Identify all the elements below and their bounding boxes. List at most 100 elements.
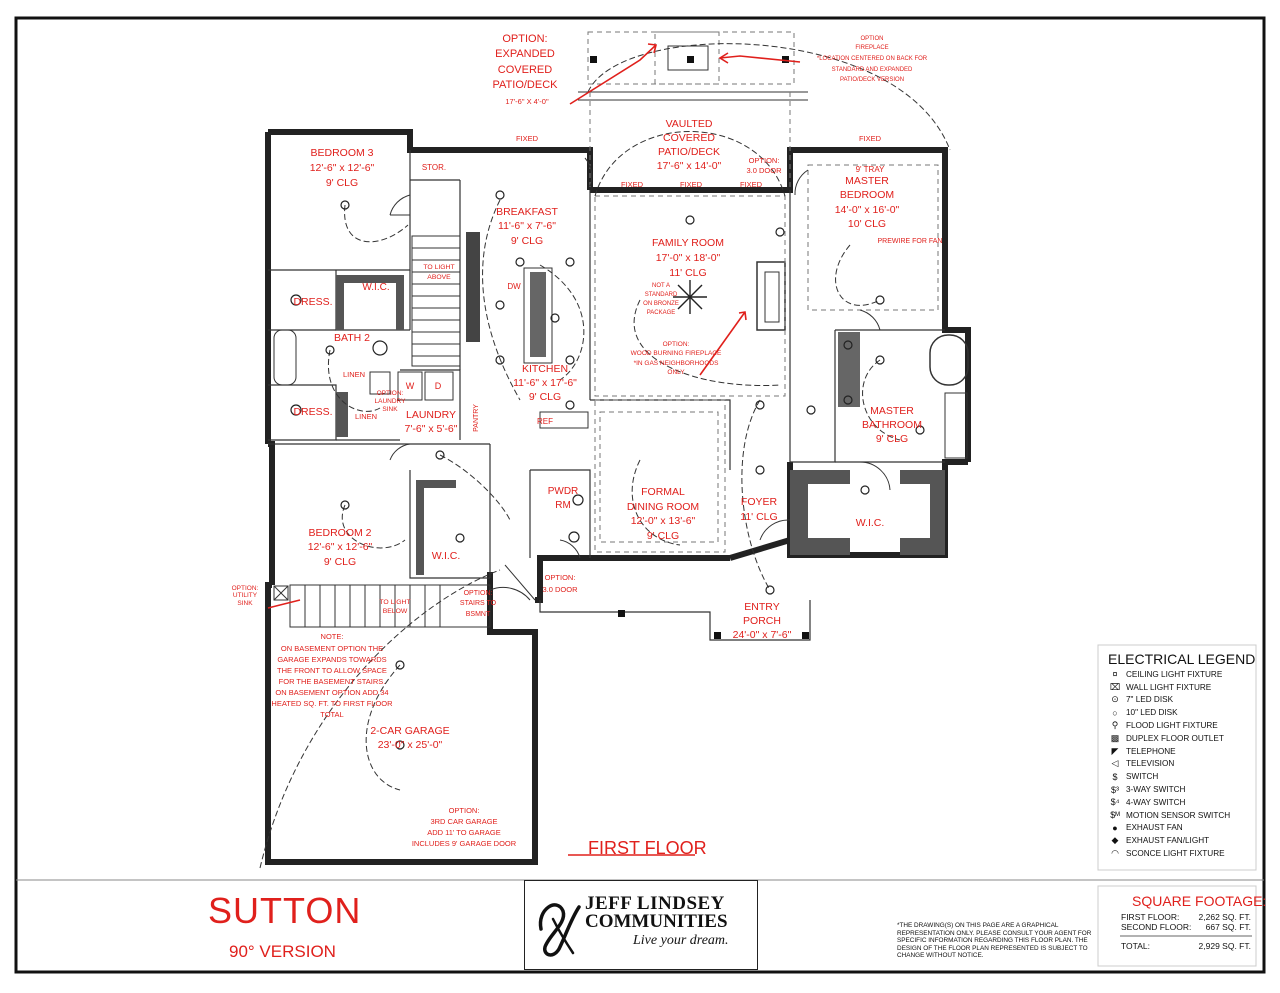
dress-bottom-label: DRESS. xyxy=(293,406,332,418)
master-bath-l2: BATHROOM xyxy=(862,419,922,431)
stairs-opt-l1: OPTION: xyxy=(464,590,493,597)
fixed-2: FIXED xyxy=(621,180,644,189)
ceiling-fan-icon xyxy=(673,280,707,314)
light-below-l1: TO LIGHT xyxy=(379,599,410,606)
family-clg: 11' CLG xyxy=(669,267,706,279)
fireplace-opt-l1: OPTION xyxy=(860,36,883,42)
third-car-l2: 3RD CAR GARAGE xyxy=(430,817,497,826)
kitchen-clg: 9' CLG xyxy=(529,391,561,403)
utility-sink-l2: UTILITY xyxy=(233,592,258,599)
pantry-label: PANTRY xyxy=(473,404,480,432)
ref-label: REF xyxy=(537,417,553,426)
wic-b2-label: W.I.C. xyxy=(432,550,461,562)
fixed-4: FIXED xyxy=(740,180,763,189)
master-size: 14'-0" x 16'-0" xyxy=(835,204,900,216)
master-tray: 9' TRAY xyxy=(856,165,885,174)
master-name2: BEDROOM xyxy=(840,189,894,201)
washer-label: W xyxy=(406,381,415,391)
door-option-l2: 3.0 DOOR xyxy=(746,166,782,175)
laundry-sink-l3: SINK xyxy=(382,406,398,413)
master-bath-l1: MASTER xyxy=(870,405,914,417)
stairs-down xyxy=(273,584,491,628)
vaulted-l2: COVERED xyxy=(663,132,715,144)
interior-walls xyxy=(268,150,969,579)
porch-l1: ENTRY xyxy=(744,601,779,613)
dress-top-label: DRESS. xyxy=(293,296,332,308)
wood-fp-l2: WOOD BURNING FIREPLACE xyxy=(631,350,722,357)
basement-note-l3: GARAGE EXPANDS TOWARDS xyxy=(277,655,386,664)
patio-option-l2: EXPANDED xyxy=(495,48,555,60)
laundry-size: 7'-6" x 5'-6" xyxy=(405,423,458,435)
fixed-3: FIXED xyxy=(680,180,703,189)
third-car-l1: OPTION: xyxy=(449,806,480,815)
master-clg: 10' CLG xyxy=(848,218,886,230)
fireplace-opt-l5: PATIO/DECK VERSION xyxy=(840,77,904,83)
patio-option-l4: PATIO/DECK xyxy=(493,79,559,91)
wic-top-label: W.I.C. xyxy=(362,282,389,293)
garage-size: 23'-0" x 25'-0" xyxy=(378,739,443,751)
wood-fp-l3: *IN GAS NEIGHBORHOODS xyxy=(634,360,720,367)
foyer-name: FOYER xyxy=(741,496,778,508)
annotation-arrows xyxy=(267,43,801,856)
laundry-name: LAUNDRY xyxy=(406,409,456,421)
stairs-opt-l2: STAIRS TO xyxy=(460,600,497,607)
dining-size: 12'-0" x 13'-6" xyxy=(631,515,696,527)
prewire-note: PREWIRE FOR FAN xyxy=(878,238,943,245)
stairs-opt-l3: BSMNT xyxy=(466,611,491,618)
bedroom3-clg: 9' CLG xyxy=(326,177,358,189)
fireplace-opt-l4: STANDARD AND EXPANDED xyxy=(832,67,913,73)
light-above-l2: ABOVE xyxy=(427,274,451,281)
basement-note-l6: ON BASEMENT OPTION ADD 34 xyxy=(275,688,388,697)
stor-label: STOR. xyxy=(422,163,446,172)
bedroom2-clg: 9' CLG xyxy=(324,556,356,568)
vaulted-l3: PATIO/DECK xyxy=(658,146,720,158)
basement-note-l4: THE FRONT TO ALLOW SPACE xyxy=(277,666,387,675)
fireplace-opt-l3: *LOCATION CENTERED ON BACK FOR xyxy=(817,56,928,62)
pwdr-l1: PWDR xyxy=(548,486,579,497)
garage-name: 2-CAR GARAGE xyxy=(370,725,449,737)
patio-dim: 17'-6" X 4'-0" xyxy=(505,97,549,106)
utility-sink-l1: OPTION: xyxy=(232,585,259,592)
basement-note-l5: FOR THE BASEMENT STAIRS. xyxy=(279,677,386,686)
linen2-label: LINEN xyxy=(355,412,377,421)
vaulted-size: 17'-6" x 14'-0" xyxy=(657,160,722,172)
master-bath-clg: 9' CLG xyxy=(876,433,908,445)
ceiling-fixtures xyxy=(290,190,925,750)
basement-note-l1: NOTE: xyxy=(321,632,344,641)
kitchen-size: 11'-6" x 17'-6" xyxy=(513,377,577,389)
utility-sink-l3: SINK xyxy=(237,600,253,607)
kitchen-name: KITCHEN xyxy=(522,363,568,375)
fireplace-opt-l2: FIREPLACE xyxy=(855,45,888,51)
stairs-up xyxy=(411,235,461,367)
bedroom2-name: BEDROOM 2 xyxy=(308,527,371,539)
room-labels: BEDROOM 3 12'-6" x 12'-6" 9' CLG STOR. B… xyxy=(293,118,921,751)
dw-label: DW xyxy=(507,282,521,291)
foyer-clg: 11' CLG xyxy=(740,511,777,523)
linen1-label: LINEN xyxy=(343,370,365,379)
legend-frame xyxy=(1097,644,1257,871)
sqft-frame xyxy=(1097,885,1257,967)
light-below-l2: BELOW xyxy=(383,608,408,615)
family-name: FAMILY ROOM xyxy=(652,237,724,249)
dining-l1: FORMAL xyxy=(641,486,685,498)
wood-fp-l4: ONLY xyxy=(667,369,685,376)
bedroom3-size: 12'-6" x 12'-6" xyxy=(310,162,375,174)
laundry-sink-l1: OPTION: xyxy=(377,390,404,397)
wood-fp-l1: OPTION: xyxy=(663,341,690,348)
pwdr-l2: RM xyxy=(555,500,571,511)
dining-clg: 9' CLG xyxy=(647,530,679,542)
door-option2-l1: OPTION: xyxy=(545,573,576,582)
door-swings xyxy=(389,157,891,601)
breakfast-clg: 9' CLG xyxy=(511,235,543,247)
page-border xyxy=(14,16,1266,974)
basement-note-l2: ON BASEMENT OPTION THE xyxy=(281,644,383,653)
master-wic-label: W.I.C. xyxy=(856,517,885,529)
family-size: 17'-0" x 18'-0" xyxy=(656,252,721,264)
laundry-sink-l2: LAUNDRY xyxy=(375,398,407,405)
bedroom2-size: 12'-6" x 12'-6" xyxy=(308,541,373,553)
entry-porch xyxy=(539,600,811,641)
rear-patio xyxy=(578,31,808,190)
vaulted-l1: VAULTED xyxy=(666,118,713,130)
fixed-5: FIXED xyxy=(859,134,882,143)
